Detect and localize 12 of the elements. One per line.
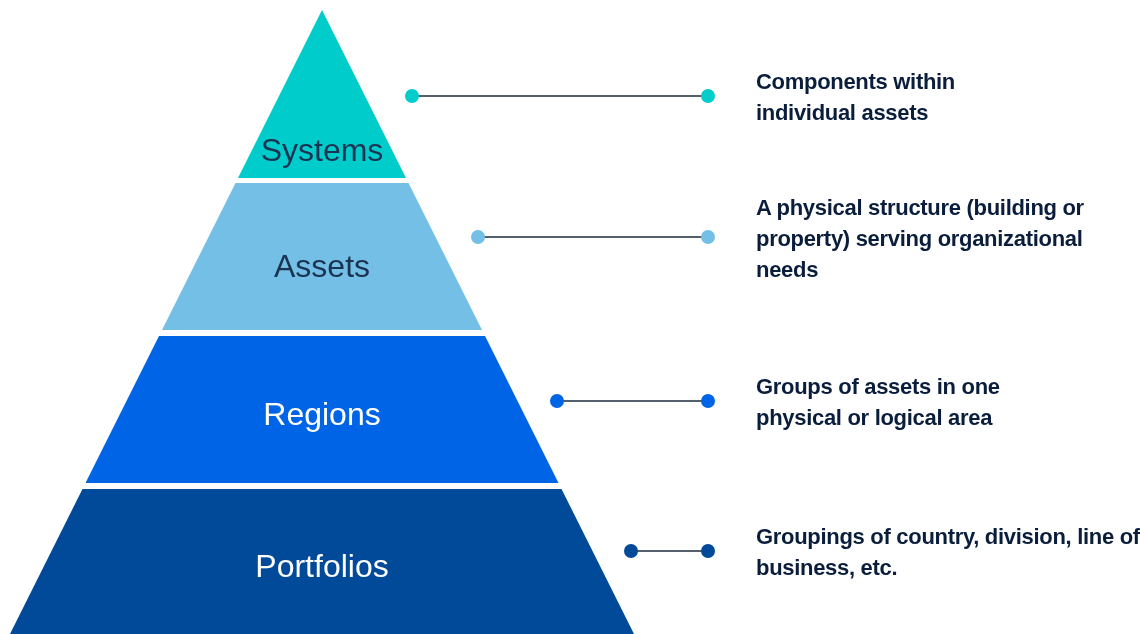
band-label: Systems (260, 131, 384, 169)
band-label: Regions (263, 396, 381, 433)
band-label: Assets (274, 248, 370, 285)
description-text: A physical structure (building or property) serving organizational needs (756, 192, 1140, 285)
leader-line (624, 544, 715, 558)
description-text: Groupings of country, division, line of business, etc. (756, 521, 1140, 583)
description-text: Groups of assets in one physical or logical area (756, 371, 1066, 433)
band-label: Portfolios (255, 548, 389, 585)
leader-line (471, 230, 715, 244)
description-text: Components within individual assets (756, 66, 1031, 128)
leader-line (405, 89, 715, 103)
leader-line (550, 394, 715, 408)
